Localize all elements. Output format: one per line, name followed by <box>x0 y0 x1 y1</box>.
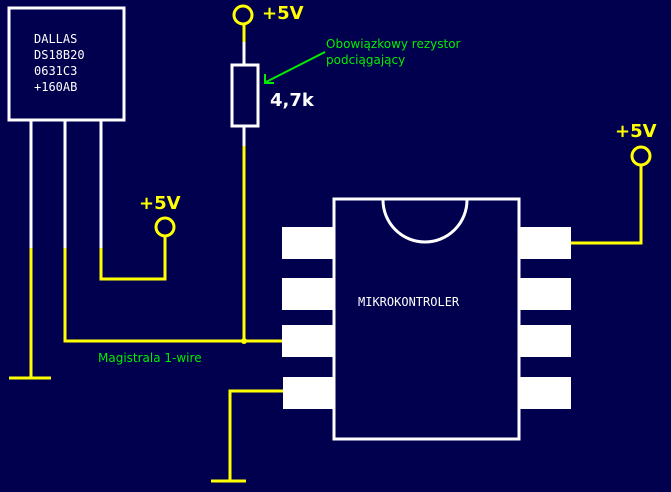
vcc-wire-mcu <box>571 165 643 245</box>
supply-label-mcu: +5V <box>615 121 657 142</box>
mcu-pin-4 <box>283 377 334 409</box>
supply-label-sensor: +5V <box>139 193 181 214</box>
mcu-label: MIKROKONTROLER <box>358 295 460 309</box>
supply-terminal-top <box>232 4 254 26</box>
resistor-note-line2: podciągający <box>326 53 405 67</box>
mcu-pin-3 <box>282 325 333 357</box>
arrow-icon <box>264 51 326 84</box>
mcu-pin-1 <box>282 227 333 259</box>
pullup-resistor <box>230 63 260 128</box>
resistor-value: 4,7k <box>270 90 315 111</box>
sensor-line-4: +160AB <box>34 80 77 94</box>
chip-notch <box>381 199 469 244</box>
one-wire-bus <box>63 248 283 343</box>
mcu-pin-7 <box>520 278 571 310</box>
resistor-note-line1: Obowiązkowy rezystor <box>326 37 461 51</box>
junction-dot <box>241 338 247 344</box>
bus-label: Magistrala 1-wire <box>98 351 202 365</box>
microcontroller: MIKROKONTROLER <box>282 197 571 441</box>
vdd-wire-sensor <box>99 236 167 281</box>
sensor-line-2: DS18B20 <box>34 48 85 62</box>
sensor-line-1: DALLAS <box>34 32 77 46</box>
mcu-pin-6 <box>520 325 571 357</box>
gnd-wire-mcu <box>228 389 283 481</box>
supply-label-top: +5V <box>262 3 304 24</box>
mcu-pin-2 <box>282 278 333 310</box>
ds18b20-sensor: DALLAS DS18B20 0631C3 +160AB <box>7 6 126 248</box>
mcu-pin-8 <box>520 227 571 259</box>
sensor-line-3: 0631C3 <box>34 64 77 78</box>
mcu-pin-5 <box>520 377 571 409</box>
supply-terminal-sensor <box>154 216 176 238</box>
supply-terminal-mcu <box>630 145 652 167</box>
